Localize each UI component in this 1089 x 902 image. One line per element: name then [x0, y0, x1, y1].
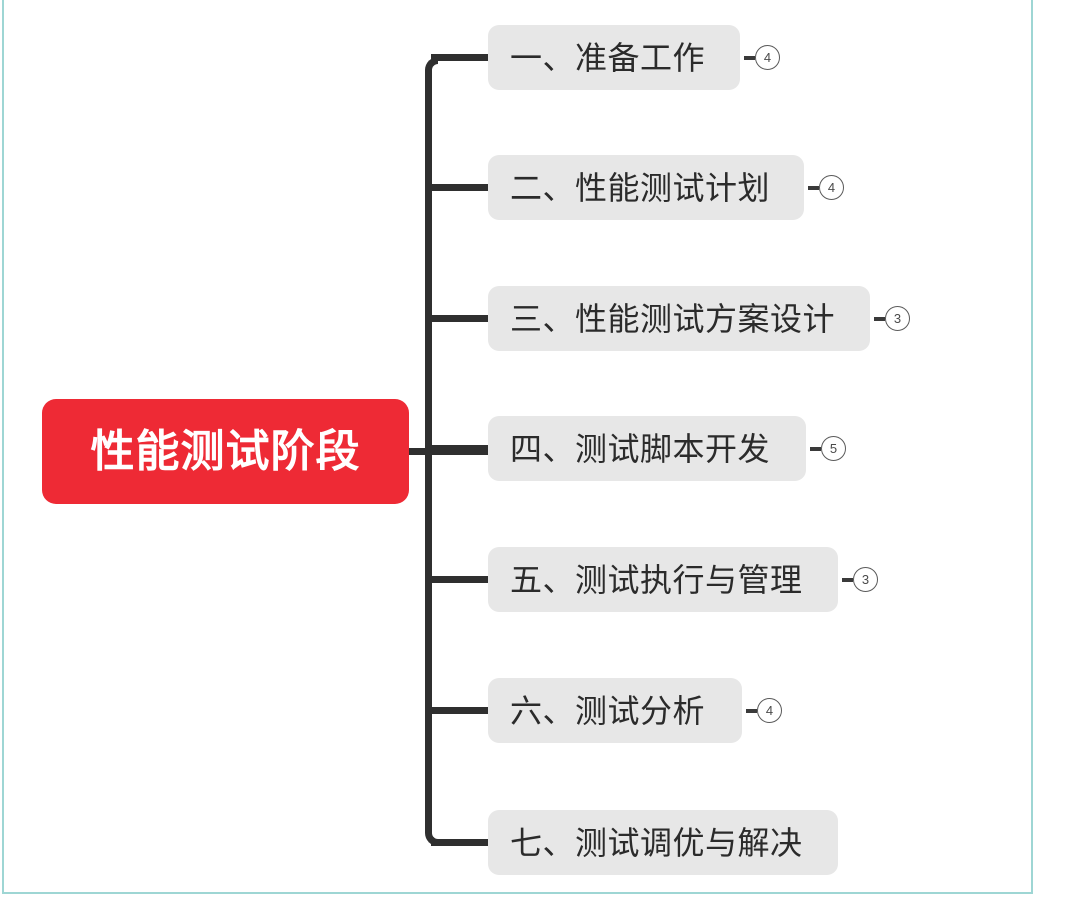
branch-node-label: 五、测试执行与管理 [510, 561, 803, 598]
branch-connector [431, 445, 491, 452]
child-count-value: 4 [827, 180, 836, 195]
branch-connector [431, 184, 491, 191]
child-count-badge[interactable]: 4 [819, 175, 844, 200]
root-node-label: 性能测试阶段 [90, 426, 361, 476]
badge-connector [746, 708, 757, 713]
branch-node-label: 三、性能测试方案设计 [510, 300, 836, 337]
branch-badge-wrap-1: 4 [744, 45, 780, 70]
branch-connector [431, 839, 491, 846]
child-count-badge[interactable]: 3 [885, 306, 910, 331]
branch-node-label: 一、准备工作 [510, 39, 706, 76]
badge-connector [810, 446, 821, 451]
child-count-value: 4 [765, 703, 774, 718]
branch-connector [431, 54, 491, 61]
branch-badge-wrap-3: 3 [874, 306, 910, 331]
branch-badge-wrap-5: 3 [842, 567, 878, 592]
child-count-badge[interactable]: 3 [853, 567, 878, 592]
branch-badge-wrap-4: 5 [810, 436, 846, 461]
branch-node-label: 四、测试脚本开发 [510, 430, 771, 467]
branch-connector [431, 576, 491, 583]
branch-node-2[interactable]: 二、性能测试计划 [488, 155, 804, 220]
badge-connector [842, 577, 853, 582]
child-count-badge[interactable]: 4 [755, 45, 780, 70]
branch-connector [431, 315, 491, 322]
child-count-value: 4 [763, 50, 772, 65]
child-count-value: 3 [893, 311, 902, 326]
child-count-badge[interactable]: 5 [821, 436, 846, 461]
root-node[interactable]: 性能测试阶段 [42, 399, 409, 504]
branch-badge-wrap-2: 4 [808, 175, 844, 200]
branch-node-label: 六、测试分析 [510, 692, 706, 729]
child-count-value: 3 [861, 572, 870, 587]
branch-node-4[interactable]: 四、测试脚本开发 [488, 416, 806, 481]
child-count-badge[interactable]: 4 [757, 698, 782, 723]
branch-node-1[interactable]: 一、准备工作 [488, 25, 740, 90]
child-count-value: 5 [829, 441, 838, 456]
branch-badge-wrap-6: 4 [746, 698, 782, 723]
badge-connector [874, 316, 885, 321]
branch-connector [431, 707, 491, 714]
badge-connector [808, 185, 819, 190]
branch-node-label: 七、测试调优与解决 [510, 824, 803, 861]
branch-node-label: 二、性能测试计划 [510, 169, 771, 206]
branch-node-5[interactable]: 五、测试执行与管理 [488, 547, 838, 612]
branch-node-6[interactable]: 六、测试分析 [488, 678, 742, 743]
branch-node-3[interactable]: 三、性能测试方案设计 [488, 286, 870, 351]
badge-connector [744, 55, 755, 60]
branch-node-7[interactable]: 七、测试调优与解决 [488, 810, 838, 875]
